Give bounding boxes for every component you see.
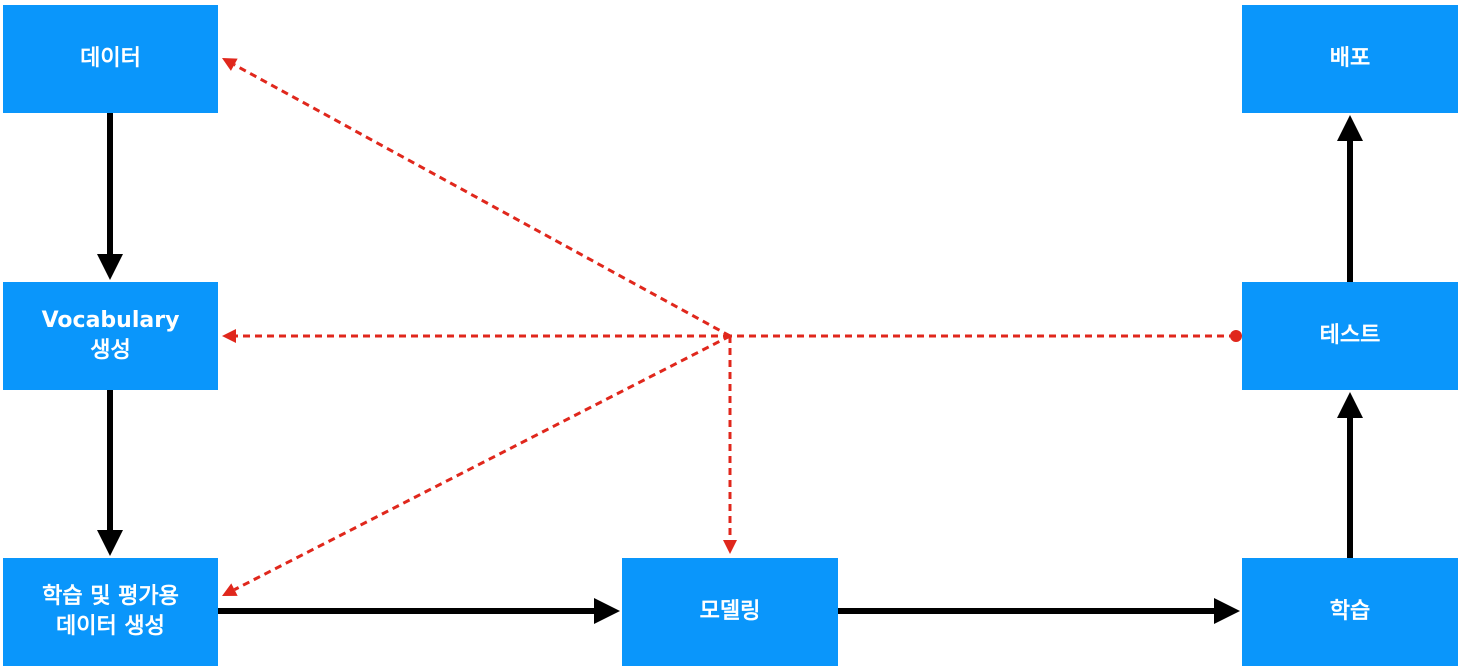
node-test[interactable]: 테스트 [1242,282,1458,390]
node-vocabulary-label-2: 생성 [90,338,131,363]
feedback-edges [222,58,1242,596]
flow-arrowhead-dataset-to-model [594,598,620,624]
feedback-edge-to-dataset [233,334,731,591]
node-dataset-label-2: 데이터 생성 [56,614,165,639]
node-modeling-label: 모델링 [699,599,761,625]
flow-arrowhead-data-to-vocab [97,254,123,280]
node-dataset-label-1: 학습 및 평가용 [42,584,179,610]
flow-arrowhead-model-to-train [1214,598,1240,624]
node-vocabulary[interactable]: Vocabulary 생성 [3,282,218,390]
flow-arrowhead-train-to-test [1337,392,1363,418]
feedback-arrowhead-to-vocab [222,329,236,343]
flow-edges [97,113,1363,624]
node-training[interactable]: 학습 [1242,558,1458,666]
node-test-label: 테스트 [1319,323,1381,349]
feedback-arrowhead-to-model [723,540,737,554]
flow-arrowhead-test-to-deploy [1337,115,1363,141]
node-dataset-generation[interactable]: 학습 및 평가용 데이터 생성 [3,558,218,666]
node-data-label-1: 데이터 [80,46,141,72]
node-deploy[interactable]: 배포 [1242,5,1458,113]
node-data[interactable]: 데이터 [3,5,218,113]
feedback-edge-to-data [233,63,731,338]
feedback-arrowhead-to-data [222,58,238,71]
node-modeling[interactable]: 모델링 [622,558,838,666]
node-deploy-label: 배포 [1329,46,1371,72]
feedback-arrowhead-to-dataset [222,583,238,596]
node-vocabulary-label-1: Vocabulary [41,308,180,334]
flow-arrowhead-vocab-to-dataset [97,530,123,556]
node-training-label: 학습 [1329,599,1371,625]
